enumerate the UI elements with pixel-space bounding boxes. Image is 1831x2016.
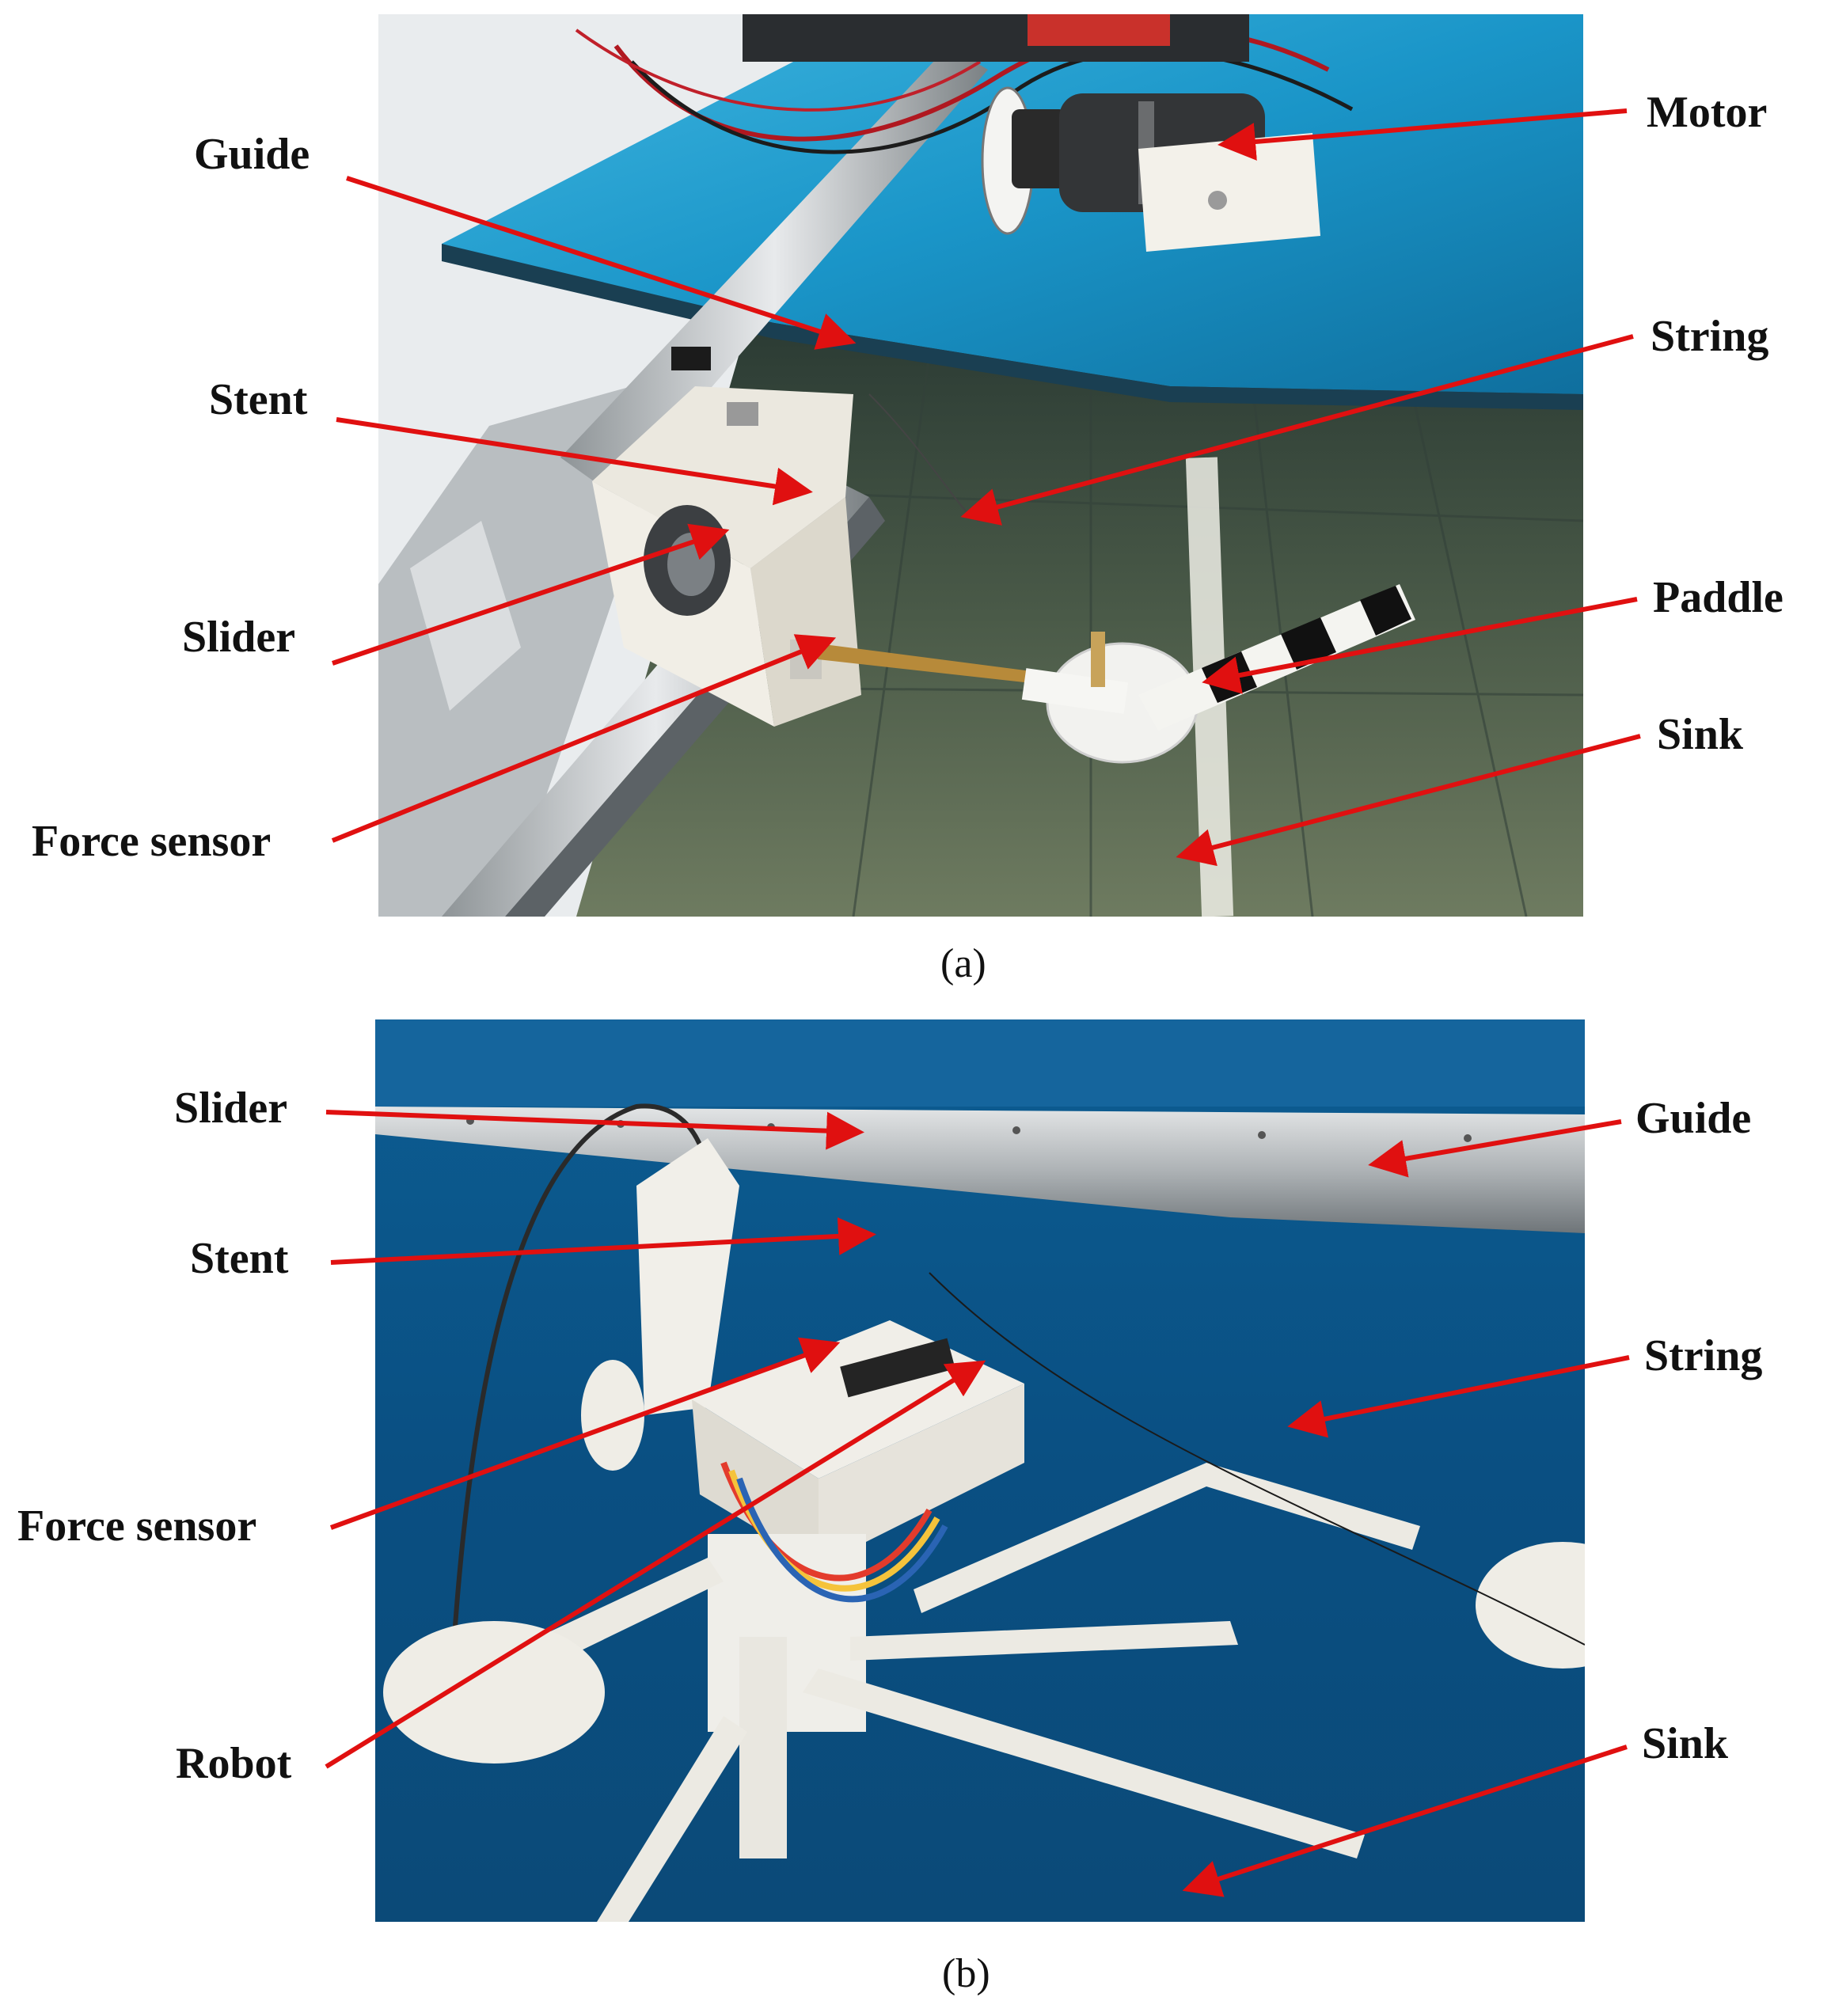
photo-b-illustration — [375, 1019, 1585, 1922]
label-b-guide: Guide — [1635, 1094, 1752, 1143]
label-a-force-sensor: Force sensor — [32, 817, 272, 866]
label-a-string: String — [1651, 312, 1769, 361]
label-b-string: String — [1644, 1331, 1763, 1380]
label-a-slider: Slider — [182, 613, 296, 662]
caption-a: (a) — [940, 941, 986, 986]
label-b-stent: Stent — [190, 1234, 289, 1283]
label-b-robot: Robot — [176, 1739, 292, 1788]
photo-panel-a — [378, 14, 1583, 917]
photo-a-illustration — [378, 14, 1583, 917]
label-a-stent: Stent — [209, 375, 308, 424]
label-b-sink: Sink — [1642, 1719, 1728, 1768]
label-a-paddle: Paddle — [1653, 573, 1784, 622]
caption-b: (b) — [942, 1951, 990, 1996]
label-b-slider: Slider — [174, 1084, 288, 1133]
label-b-force-sensor: Force sensor — [17, 1502, 257, 1551]
label-a-sink: Sink — [1657, 710, 1743, 759]
photo-panel-b — [375, 1019, 1585, 1922]
label-a-motor: Motor — [1647, 88, 1768, 137]
label-a-guide: Guide — [194, 130, 310, 179]
